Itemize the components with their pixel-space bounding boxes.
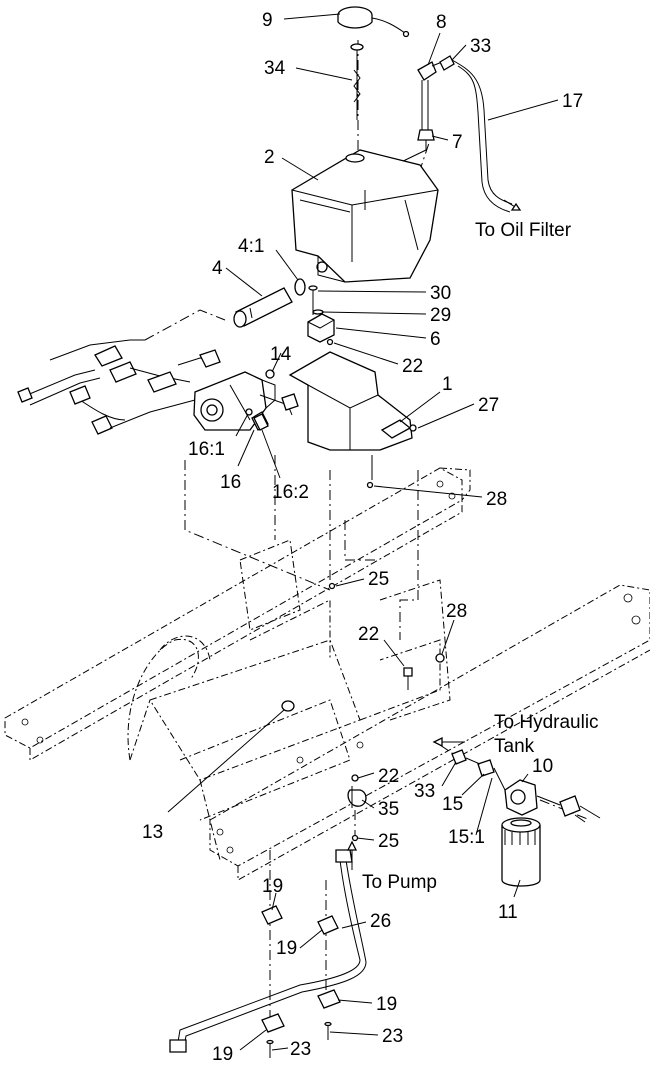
callout-33-b: 33 xyxy=(414,781,435,802)
screws-23 xyxy=(266,1021,332,1058)
callout-19-a: 19 xyxy=(262,876,283,897)
callout-7: 7 xyxy=(452,132,463,153)
callout-19-c: 19 xyxy=(376,994,397,1015)
callout-23-a: 23 xyxy=(382,1026,403,1047)
callout-1: 1 xyxy=(442,374,453,395)
hose-clamps-19 xyxy=(261,905,341,1033)
callout-28: 28 xyxy=(486,489,507,510)
note-to-pump: To Pump xyxy=(362,872,437,893)
callout-33: 33 xyxy=(470,36,491,57)
callout-2: 2 xyxy=(264,147,275,168)
callout-29: 29 xyxy=(430,305,451,326)
callout-15-1: 15:1 xyxy=(448,827,485,848)
callout-16-1: 16:1 xyxy=(188,439,225,460)
oil-filter-head xyxy=(451,749,601,823)
hydraulic-tank xyxy=(291,149,439,283)
callout-15: 15 xyxy=(442,794,463,815)
callout-4-1: 4:1 xyxy=(238,236,264,257)
callout-25: 25 xyxy=(368,569,389,590)
tank-bracket xyxy=(288,351,417,489)
grommet xyxy=(281,700,295,712)
pump-fitting xyxy=(245,408,269,431)
callout-8: 8 xyxy=(436,12,447,33)
chassis-frame xyxy=(4,467,650,881)
callout-labels: 9 8 33 34 17 7 2 4:1 4 30 29 6 14 22 1 2… xyxy=(142,10,583,1065)
callout-28-b: 28 xyxy=(446,601,467,622)
callout-35: 35 xyxy=(378,799,399,820)
callout-9: 9 xyxy=(262,10,273,31)
callout-30: 30 xyxy=(430,283,451,304)
callout-19-b: 19 xyxy=(276,938,297,959)
callout-14: 14 xyxy=(270,344,292,365)
fasteners xyxy=(328,582,445,842)
callout-22-c: 22 xyxy=(378,766,399,787)
callout-25-b: 25 xyxy=(378,831,399,852)
flow-notes: To Oil Filter To Hydraulic Tank To Pump xyxy=(362,220,599,893)
callout-27: 27 xyxy=(478,395,499,416)
vent-fitting xyxy=(417,61,443,130)
leader-lines xyxy=(167,13,559,1051)
pump-hoses xyxy=(17,339,299,435)
callout-22: 22 xyxy=(402,356,423,377)
note-to-hydraulic-tank-line1: To Hydraulic xyxy=(494,712,599,733)
oil-filter xyxy=(501,817,541,887)
flow-arrows xyxy=(346,199,522,870)
suction-hose xyxy=(169,849,367,1053)
tank-fitting xyxy=(394,129,435,166)
callout-4: 4 xyxy=(212,258,223,279)
callout-16-2: 16:2 xyxy=(272,482,309,503)
dipstick xyxy=(350,43,364,120)
callout-23-b: 23 xyxy=(290,1039,311,1060)
hose-clamp-35 xyxy=(347,786,367,808)
filler-cap xyxy=(337,6,410,38)
callout-13: 13 xyxy=(142,822,163,843)
callout-16: 16 xyxy=(220,472,241,493)
note-to-hydraulic-tank-line2: Tank xyxy=(494,736,535,757)
callout-10: 10 xyxy=(532,756,553,777)
mount-bolt-and-clamp xyxy=(307,285,335,346)
callout-22-b: 22 xyxy=(358,624,379,645)
hose-clamp xyxy=(439,55,455,71)
callout-26: 26 xyxy=(370,911,391,932)
note-to-oil-filter: To Oil Filter xyxy=(475,220,572,241)
callout-34: 34 xyxy=(264,58,286,79)
callout-17: 17 xyxy=(562,91,583,112)
callout-19-d: 19 xyxy=(212,1044,233,1065)
suction-strainer xyxy=(233,278,306,328)
callout-6: 6 xyxy=(430,329,441,350)
callout-11: 11 xyxy=(498,902,518,923)
vent-hose xyxy=(451,59,513,213)
